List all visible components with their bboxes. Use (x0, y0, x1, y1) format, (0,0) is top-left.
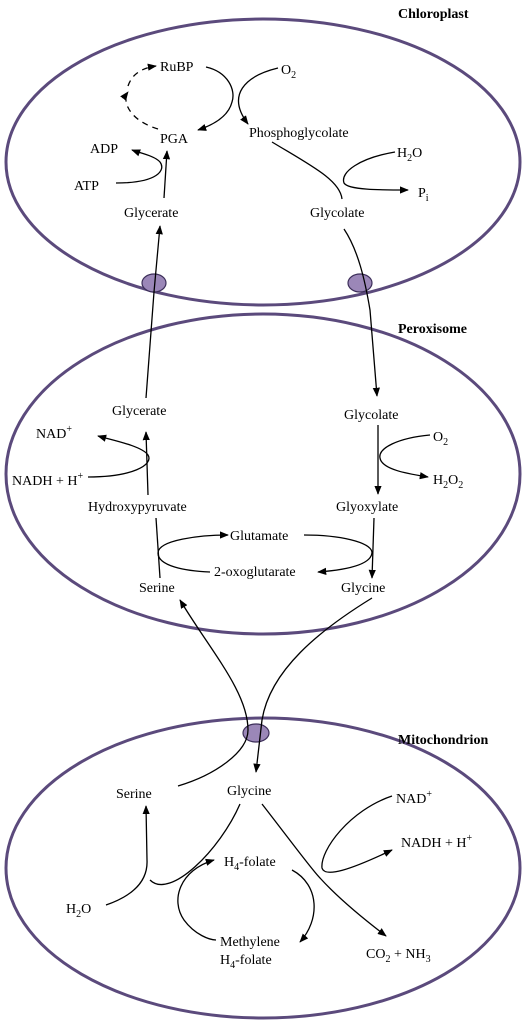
glycerate-to-pga-arrow (162, 150, 171, 199)
chloroplast-glycerate-label: Glycerate (124, 206, 178, 221)
pga-regeneration-arrow-upper (127, 63, 157, 87)
peroxisome-glycerate-label: Glycerate (112, 404, 166, 419)
peroxisome-to-chloroplast-glycerate-arrow (145, 225, 163, 399)
adp-label: ADP (90, 142, 118, 157)
pga-regeneration-arrow-lower (120, 91, 159, 130)
nadh-to-nad-arrow (87, 434, 150, 478)
peroxisome-label: Peroxisome (398, 322, 467, 337)
methylene-to-h4-folate-arrow (177, 858, 217, 941)
glycine-to-co2-nh3-arrow (261, 803, 387, 937)
mitochondrion-glycine-label: Glycine (227, 784, 271, 799)
peroxisome-membrane (4, 312, 522, 636)
atp-label: ATP (74, 179, 99, 194)
hydroxypyruvate-label: Hydroxypyruvate (88, 500, 187, 515)
nad-to-nadh-arrow (321, 795, 393, 873)
peroxisome-o2-label: O2 (433, 430, 448, 448)
glutamate-label: Glutamate (230, 529, 288, 544)
oxoglutarate-label: 2-oxoglutarate (214, 565, 296, 580)
rubp-to-pga-arrow (197, 66, 234, 131)
glycolate-transporter (347, 273, 373, 293)
glyoxylate-label: Glyoxylate (336, 500, 398, 515)
mitochondrion-nadh-label: NADH + H+ (401, 833, 472, 851)
methylene-label: Methylene (220, 935, 280, 950)
mitochondrion-label: Mitochondrion (398, 733, 488, 748)
methylene-h4-folate-label: H4-folate (220, 953, 272, 971)
chloroplast-to-peroxisome-glycolate-arrow (343, 228, 380, 397)
h2o2-label: H2O2 (433, 473, 463, 491)
glutamate-to-glycine-arrow (303, 534, 373, 576)
glyoxylate-to-glycine-arrow (368, 517, 376, 579)
peroxisome-nadh-label: NADH + H+ (12, 471, 83, 489)
phosphoglycolate-label: Phosphoglycolate (249, 126, 349, 141)
mitochondrion-transporter (242, 723, 270, 743)
chloroplast-h2o-label: H2O (397, 146, 422, 164)
mitochondrion-nad-label: NAD+ (396, 789, 432, 807)
h4-folate-label: H4-folate (224, 855, 276, 873)
atp-to-adp-arrow (115, 149, 163, 184)
peroxisome-nad-label: NAD+ (36, 424, 72, 442)
rubp-label: RuBP (160, 60, 194, 75)
chloroplast-o2-label: O2 (281, 63, 296, 81)
h2o-to-pi-arrow (342, 151, 409, 194)
mitochondrion-h2o-label: H2O (66, 902, 91, 920)
pga-label: PGA (160, 132, 189, 147)
phosphoglycolate-to-glycolate-arrow (271, 141, 343, 200)
h2o-to-serine-arrow (105, 805, 150, 906)
mitochondrion-serine-label: Serine (116, 787, 152, 802)
peroxisome-glycolate-label: Glycolate (344, 408, 398, 423)
o2-to-h2o2-arrow (379, 434, 431, 480)
pi-label: Pi (418, 186, 429, 204)
peroxisome-to-mitochondrion-glycine-arrow (253, 597, 373, 773)
glycine-to-serine-branch (149, 803, 241, 886)
h4-folate-to-methylene-arrow (291, 869, 315, 943)
oxoglutarate-to-glutamate-arrow (157, 531, 229, 573)
chloroplast-glycolate-label: Glycolate (310, 206, 364, 221)
peroxisome-serine-label: Serine (139, 581, 175, 596)
peroxisome-glycine-label: Glycine (341, 581, 385, 596)
o2-to-phosphoglycolate-arrow (237, 67, 279, 125)
serine-to-hydroxypyruvate-arrow (155, 517, 161, 579)
co2-nh3-label: CO2 + NH3 (366, 947, 431, 965)
mitochondrion-to-peroxisome-serine-arrow (177, 599, 249, 787)
chloroplast-membrane (4, 17, 522, 307)
chloroplast-label: Chloroplast (398, 7, 469, 22)
